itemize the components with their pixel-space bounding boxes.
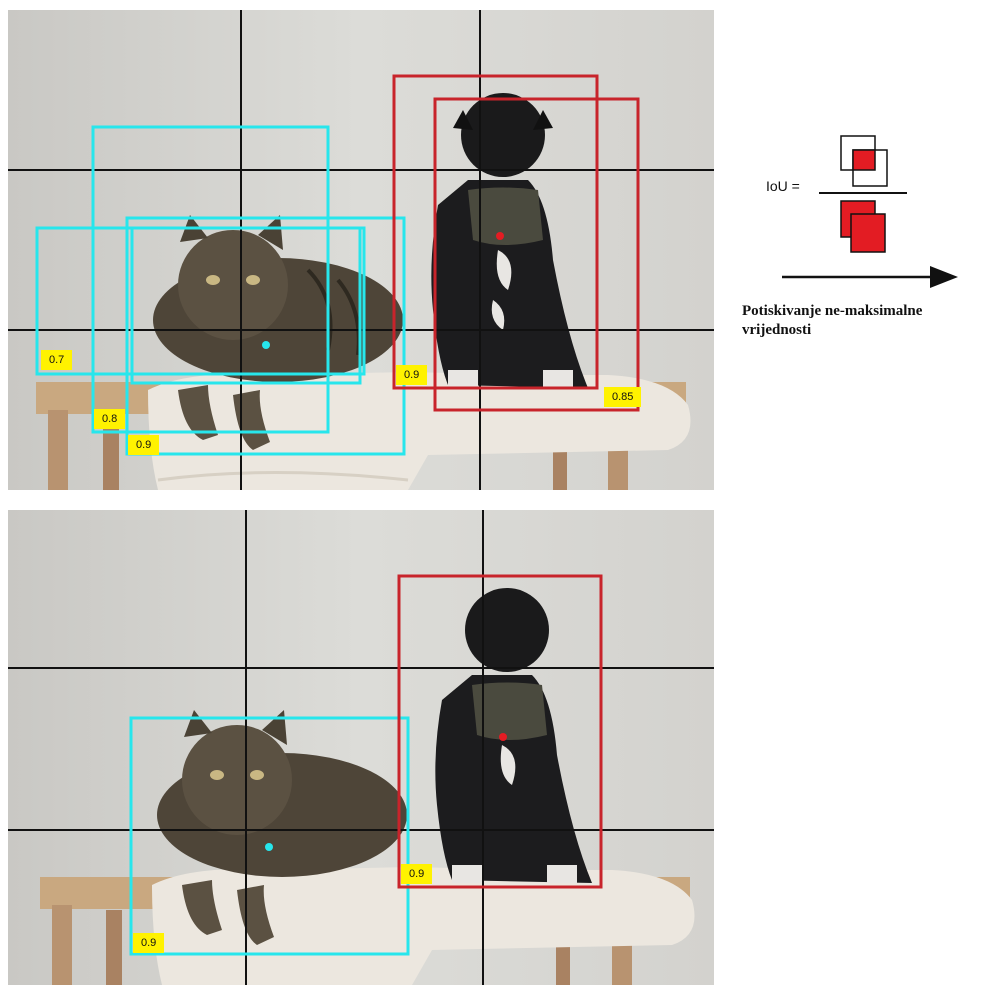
score-badge: 0.9: [128, 435, 160, 455]
cat-photo: [157, 710, 407, 945]
cat-box-kept: [129, 716, 410, 956]
cat-center-dot: [262, 341, 270, 349]
cat-photo: [153, 215, 403, 450]
arrow-right-icon: [782, 266, 958, 288]
cat-box-0.9: [125, 216, 406, 456]
cat-box-0.8: [91, 125, 330, 434]
cat-box-inner: [130, 226, 362, 385]
dog-box-kept: [397, 574, 603, 889]
score-badge: 0.7: [41, 350, 73, 370]
score-badge: 0.9: [396, 365, 428, 385]
photo-panel-after-nms: 0.9 0.9: [8, 510, 714, 985]
cat-center-dot: [265, 843, 273, 851]
iou-formula: [819, 135, 907, 253]
blanket: [148, 372, 691, 490]
dog-box-0.9: [392, 74, 599, 390]
iou-label: IoU =: [766, 178, 800, 194]
grid: [8, 510, 714, 985]
dog-center-dot: [496, 232, 504, 240]
dog-center-dot: [499, 733, 507, 741]
dog-box-0.85: [433, 97, 640, 412]
score-badge: 0.85: [604, 387, 642, 407]
score-badge: 0.8: [94, 409, 126, 429]
scene-after: [8, 510, 714, 985]
scene-before: [8, 10, 714, 490]
nms-caption: Potiskivanje ne-maksimalne vrijednosti: [742, 303, 923, 338]
dog-photo: [431, 93, 588, 388]
score-badge: 0.9: [401, 864, 433, 884]
photo-panel-before-nms: 0.7 0.8 0.9 0.9 0.85: [8, 10, 714, 490]
score-badge: 0.9: [133, 933, 165, 953]
